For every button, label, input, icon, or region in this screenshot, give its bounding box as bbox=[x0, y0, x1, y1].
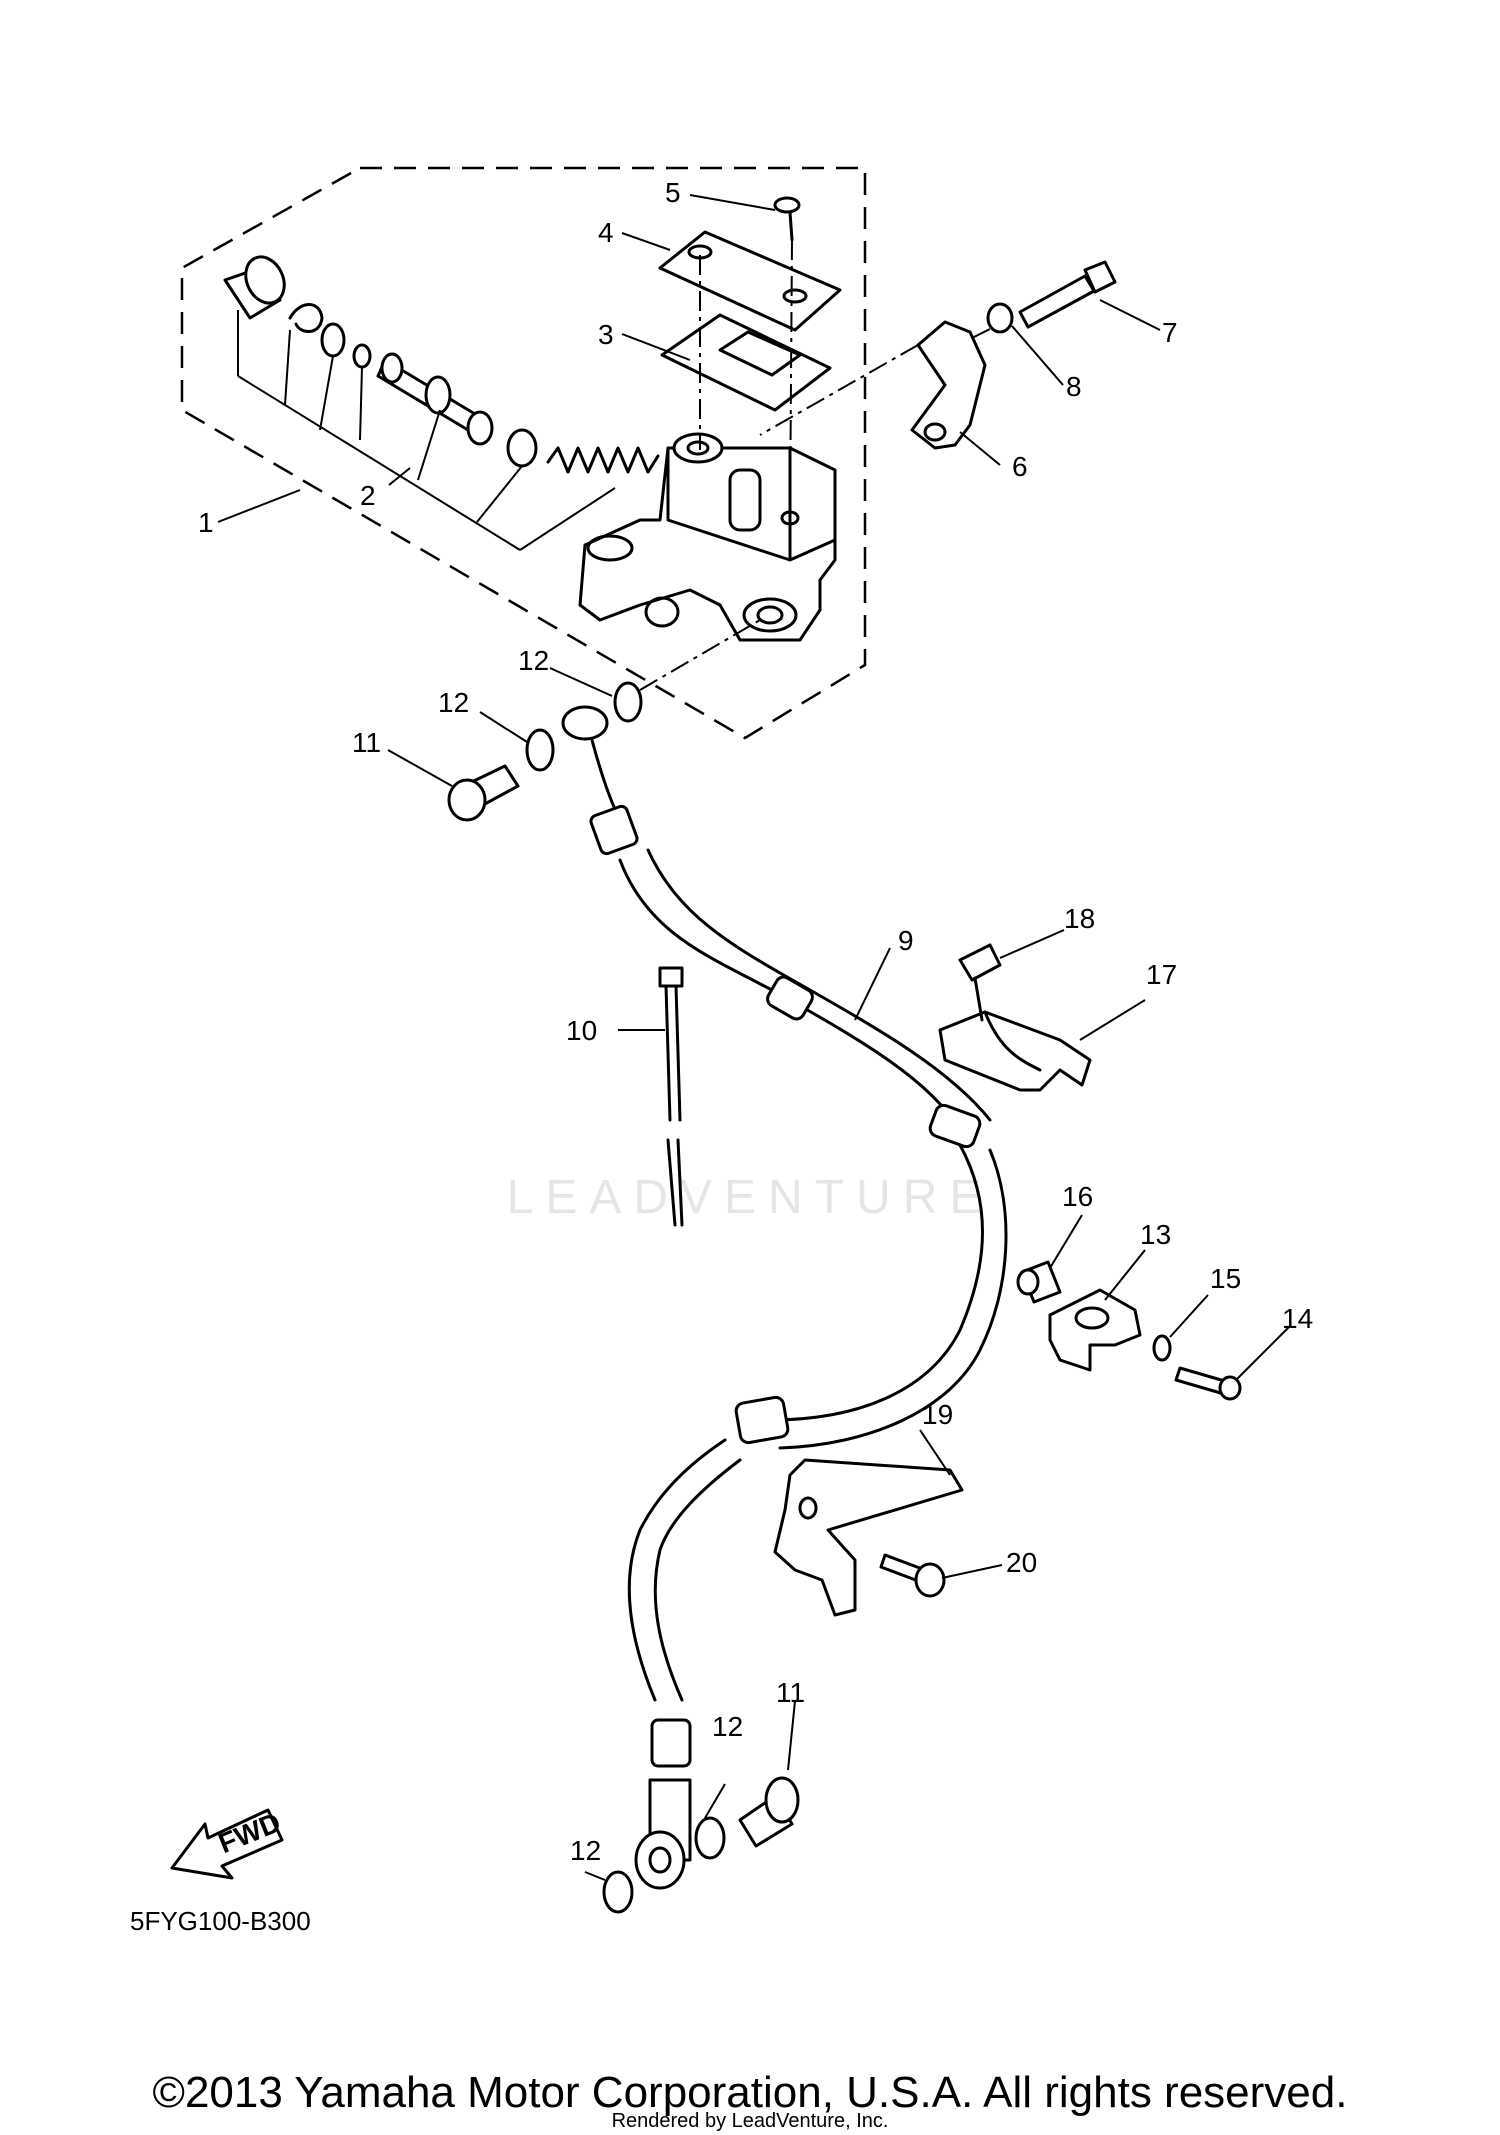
callout-20: 20 bbox=[1006, 1547, 1037, 1578]
gasket-12-d bbox=[694, 1816, 726, 1860]
callout-labels: 1 2 3 4 5 6 7 8 9 10 11 11 12 12 12 12 1… bbox=[198, 177, 1313, 1866]
bolt-18 bbox=[958, 943, 1002, 1022]
reservoir-cap bbox=[658, 230, 842, 332]
callout-11-upper: 11 bbox=[352, 727, 381, 758]
callout-1: 1 bbox=[198, 507, 214, 538]
hose-guide bbox=[938, 1010, 1092, 1092]
washer-8 bbox=[986, 302, 1014, 334]
callout-8: 8 bbox=[1066, 371, 1082, 402]
callout-12-d: 12 bbox=[570, 1835, 601, 1866]
callout-12-a: 12 bbox=[438, 687, 469, 718]
assembly-boundary bbox=[180, 166, 867, 740]
callout-16: 16 bbox=[1062, 1181, 1093, 1212]
union-bolt-lower bbox=[738, 1776, 800, 1848]
callout-4: 4 bbox=[598, 217, 614, 248]
reservoir-diaphragm bbox=[660, 313, 832, 412]
gasket-12-b bbox=[613, 619, 761, 723]
fwd-arrow: FWD bbox=[170, 1807, 285, 1880]
callout-3: 3 bbox=[598, 319, 614, 350]
gasket-12-a bbox=[525, 728, 555, 772]
callout-15: 15 bbox=[1210, 1263, 1241, 1294]
callout-19: 19 bbox=[922, 1399, 953, 1430]
cap-screw bbox=[699, 196, 801, 521]
callout-12-c: 12 bbox=[712, 1711, 743, 1742]
callout-6: 6 bbox=[1012, 451, 1028, 482]
callout-17: 17 bbox=[1146, 959, 1177, 990]
bracket-19 bbox=[773, 1458, 964, 1617]
cable-tie bbox=[658, 966, 684, 1227]
callout-12-b: 12 bbox=[518, 645, 549, 676]
bolt-20 bbox=[879, 1553, 946, 1598]
callout-leaders bbox=[217, 194, 1291, 1881]
callout-5: 5 bbox=[665, 177, 681, 208]
piston-kit bbox=[223, 255, 660, 551]
gasket-12-c bbox=[602, 1870, 634, 1914]
callout-11-lower: 11 bbox=[776, 1677, 805, 1708]
callout-2: 2 bbox=[360, 480, 376, 511]
watermark: LEADVENTURE bbox=[506, 1171, 994, 1224]
copyright-notice: ©2013 Yamaha Motor Corporation, U.S.A. A… bbox=[152, 2068, 1348, 2117]
screw-14 bbox=[1174, 1366, 1242, 1401]
callout-14: 14 bbox=[1282, 1303, 1313, 1334]
master-cylinder-body bbox=[578, 432, 837, 642]
clamp-13 bbox=[1048, 1288, 1142, 1372]
callout-13: 13 bbox=[1140, 1219, 1171, 1250]
callout-7: 7 bbox=[1162, 317, 1178, 348]
brake-hose bbox=[561, 705, 1008, 1890]
callout-18: 18 bbox=[1064, 903, 1095, 934]
collar-16 bbox=[1016, 1260, 1062, 1304]
union-bolt-upper bbox=[447, 764, 520, 822]
callout-9: 9 bbox=[898, 925, 914, 956]
bolt-7 bbox=[1018, 260, 1117, 329]
part-code: 5FYG100-B300 bbox=[130, 1906, 311, 1936]
callout-10: 10 bbox=[566, 1015, 597, 1046]
washer-15 bbox=[1152, 1334, 1172, 1362]
rendered-by-notice: Rendered by LeadVenture, Inc. bbox=[611, 2110, 889, 2132]
